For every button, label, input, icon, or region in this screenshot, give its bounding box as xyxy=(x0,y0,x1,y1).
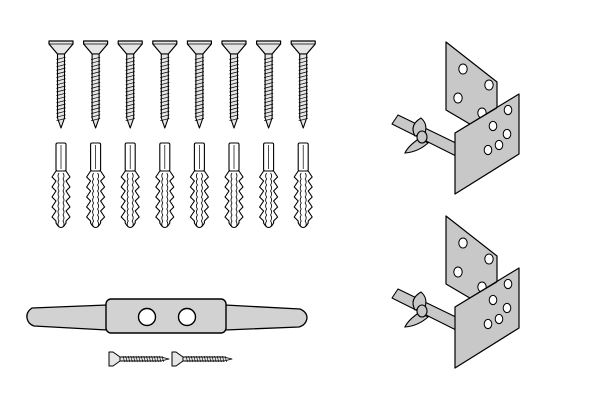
wall-plug-icon xyxy=(189,142,209,229)
wall-plug-icon xyxy=(224,142,244,229)
countersunk-screw-icon xyxy=(117,40,143,129)
countersunk-screw-icon xyxy=(152,40,178,129)
countersunk-screw-icon xyxy=(48,40,74,129)
small-countersunk-screw-icon xyxy=(171,351,233,367)
wall-plug-icon xyxy=(86,142,106,229)
wall-plugs-row xyxy=(51,142,313,229)
countersunk-screw-icon xyxy=(186,40,212,129)
angle-bracket-with-wingnut-icon xyxy=(391,215,520,369)
small-countersunk-screw-icon xyxy=(108,351,170,367)
wall-plug-icon xyxy=(293,142,313,229)
angle-brackets-group xyxy=(391,41,520,369)
wall-plug-icon xyxy=(155,142,175,229)
cleat-hole xyxy=(177,307,197,327)
wall-plug-icon xyxy=(51,142,71,229)
countersunk-screw-icon xyxy=(256,40,282,129)
countersunk-screw-icon xyxy=(221,40,247,129)
countersunk-screw-icon xyxy=(83,40,109,129)
wall-plug-icon xyxy=(120,142,140,229)
rope-cleat-icon xyxy=(26,298,308,334)
rope-cleat xyxy=(26,298,308,334)
wall-plug-icon xyxy=(259,142,279,229)
cleat-hole xyxy=(137,307,157,327)
small-screws-row xyxy=(108,351,233,367)
angle-bracket-with-wingnut-icon xyxy=(391,41,520,195)
countersunk-screw-icon xyxy=(290,40,316,129)
wood-screws-row xyxy=(48,40,316,129)
